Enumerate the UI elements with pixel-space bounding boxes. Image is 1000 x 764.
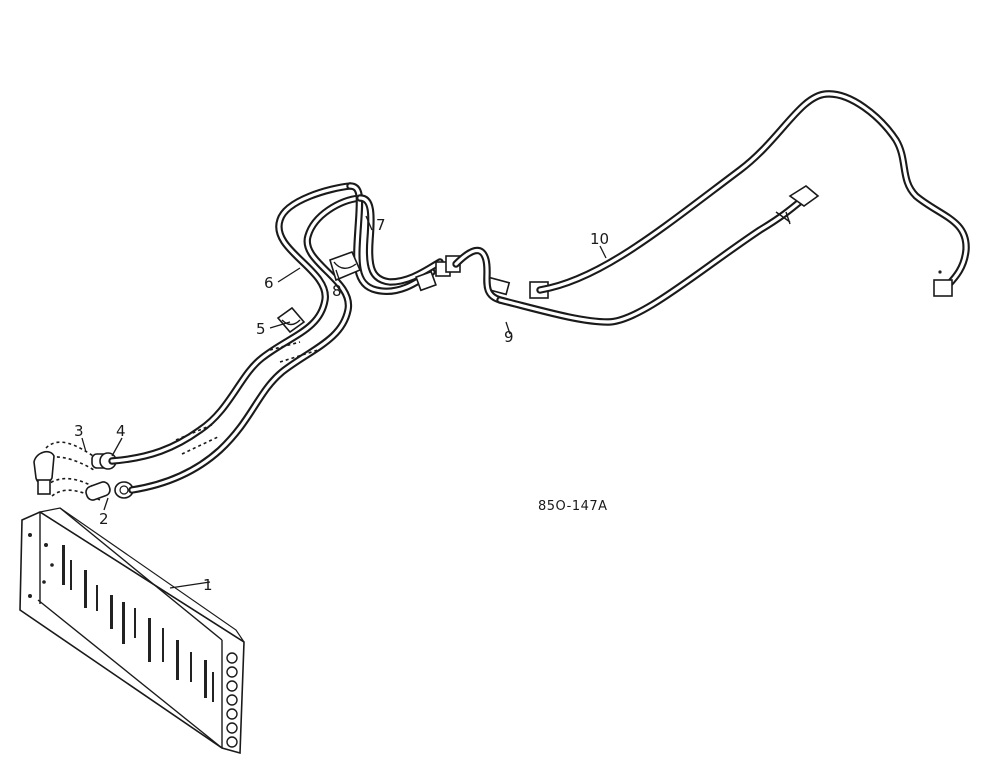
callout-9: 9 (504, 328, 514, 346)
tube-6 (108, 182, 354, 465)
callout-8: 8 (332, 282, 342, 300)
callout-6: 6 (264, 274, 274, 292)
tube-9 (496, 185, 820, 326)
tube-upper-loop (346, 182, 444, 295)
callout-7: 7 (376, 216, 386, 234)
callout-4: 4 (116, 422, 126, 440)
inlet-hose (45, 477, 134, 501)
outlet-hose (33, 441, 117, 495)
drawing-code: 85O-147A (538, 499, 608, 514)
tube-middle (452, 246, 504, 304)
callout-1: 1 (203, 576, 213, 594)
callout-5: 5 (256, 320, 266, 338)
union-fittings (415, 255, 549, 299)
tube-10 (536, 90, 970, 297)
callout-10: 10 (590, 230, 609, 248)
tube-7 (128, 194, 364, 494)
oil-cooler-core (19, 507, 245, 755)
callout-3: 3 (74, 422, 84, 440)
leader-lines (81, 215, 607, 589)
clamp-5 (276, 306, 306, 334)
callout-2: 2 (99, 510, 109, 528)
